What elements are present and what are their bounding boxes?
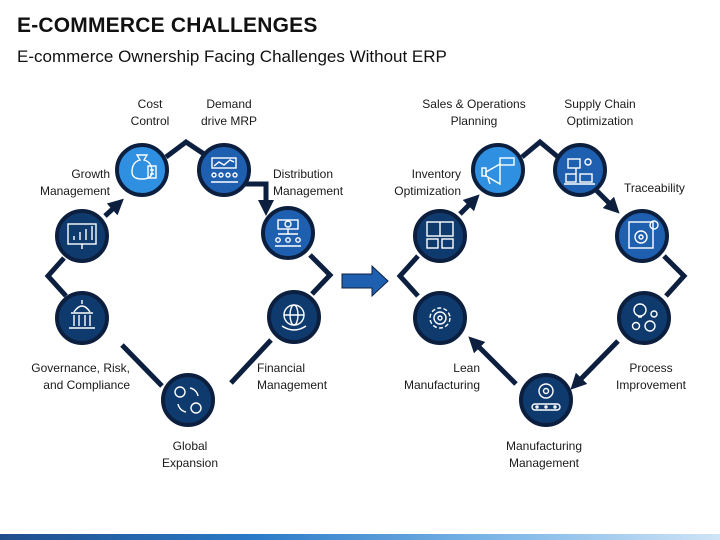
node-demand-mrp xyxy=(197,143,251,197)
node-governance-risk-compliance xyxy=(55,291,109,345)
connector-governance-growth xyxy=(44,256,68,298)
label-line-2: Improvement xyxy=(615,378,687,392)
label-demand-mrp: Demand drive MRP xyxy=(201,96,257,130)
page-subtitle: E-commerce Ownership Facing Challenges W… xyxy=(17,47,447,66)
label-line-2: Expansion xyxy=(161,456,219,470)
connector-traceability-process xyxy=(662,254,688,298)
label-line-2: Management xyxy=(39,184,110,198)
connector-inventory-sales xyxy=(458,194,480,216)
connector-cost-demand xyxy=(164,138,206,159)
label-line-1: Inventory xyxy=(411,167,461,181)
connector-growth-cost xyxy=(103,198,124,218)
connector-global-governance xyxy=(120,343,164,388)
label-line-1: Process xyxy=(629,361,673,375)
label-cost-control: Cost Control xyxy=(131,96,170,130)
label-line-2: Management xyxy=(508,456,580,470)
label-line-1: Demand xyxy=(206,97,252,111)
label-inventory-optimization: Inventory Optimization xyxy=(394,166,461,200)
right-connectors xyxy=(396,138,688,390)
inventory-boxes-icon xyxy=(426,221,454,249)
connector-lean-inventory xyxy=(396,254,420,298)
label-financial-management: Financial Management xyxy=(257,360,327,394)
settings-gear-icon xyxy=(429,307,451,329)
currency-exchange-icon xyxy=(174,386,202,414)
label-global-expansion: Global Expansion xyxy=(162,438,218,472)
label-line-1: Lean xyxy=(453,361,480,375)
label-line-1: Traceability xyxy=(624,181,685,195)
connector-supply-traceability xyxy=(594,188,620,214)
label-line-2: Control xyxy=(130,114,170,128)
growth-presentation-icon xyxy=(67,223,97,249)
label-line-2: drive MRP xyxy=(200,114,258,128)
left-connectors xyxy=(44,138,334,388)
label-line-1: Financial xyxy=(257,361,306,375)
label-process-improvement: Process Improvement xyxy=(616,360,686,394)
connector-sales-supply xyxy=(520,138,560,159)
node-inventory-optimization xyxy=(413,209,467,263)
node-traceability xyxy=(615,209,669,263)
label-line-1: Sales & Operations xyxy=(422,97,526,111)
page-title: E-COMMERCE CHALLENGES xyxy=(17,14,318,37)
label-line-1: Growth xyxy=(71,167,110,181)
label-line-1: Cost xyxy=(137,97,163,111)
sales-megaphone-icon xyxy=(481,157,515,186)
label-line-2: Management xyxy=(273,184,344,198)
connector-demand-distribution xyxy=(238,181,275,217)
team-chart-icon xyxy=(211,157,238,183)
label-growth-management: Growth Management xyxy=(40,166,110,200)
label-line-1: Governance, Risk, xyxy=(31,361,130,375)
connector-financial-global xyxy=(229,338,273,385)
footer-gradient-bar xyxy=(0,534,720,540)
label-manufacturing-management: Manufacturing Management xyxy=(506,438,582,472)
label-line-1: Distribution xyxy=(273,167,334,181)
node-sales-operations-planning xyxy=(471,143,525,197)
label-line-2: and Compliance xyxy=(43,378,130,392)
label-distribution-management: Distribution Management xyxy=(273,166,343,200)
label-supply-chain-optimization: Supply Chain Optimization xyxy=(564,96,635,130)
node-growth-management xyxy=(55,209,109,263)
network-people-icon xyxy=(275,219,301,247)
node-lean-manufacturing xyxy=(413,291,467,345)
label-line-2: Planning xyxy=(450,114,498,128)
idea-gears-icon xyxy=(631,303,658,332)
label-line-2: Management xyxy=(257,378,328,392)
label-governance-risk-compliance: Governance, Risk, and Compliance xyxy=(31,360,130,394)
label-traceability: Traceability xyxy=(624,180,685,197)
label-line-2: Manufacturing xyxy=(403,378,480,392)
connector-process-manufacturing xyxy=(570,339,620,390)
label-line-1: Global xyxy=(172,439,208,453)
money-bag-icon xyxy=(131,154,157,180)
connector-manufacturing-lean xyxy=(468,336,518,386)
node-supply-chain-optimization xyxy=(553,143,607,197)
label-line-1: Supply Chain xyxy=(564,97,636,111)
node-financial-management xyxy=(267,290,321,344)
node-manufacturing-management xyxy=(519,373,573,427)
conveyor-gear-icon xyxy=(531,383,561,411)
node-cost-control xyxy=(115,143,169,197)
supply-chain-icon xyxy=(564,158,595,185)
label-line-2: Optimization xyxy=(566,114,634,128)
node-process-improvement xyxy=(617,291,671,345)
globe-hands-icon xyxy=(281,304,307,331)
label-line-1: Manufacturing xyxy=(505,439,583,453)
node-distribution-management xyxy=(261,206,315,260)
label-sales-operations-planning: Sales & Operations Planning xyxy=(422,96,525,130)
government-building-icon xyxy=(69,300,95,329)
center-arrow-icon xyxy=(341,264,389,298)
label-lean-manufacturing: Lean Manufacturing xyxy=(404,360,480,394)
label-line-2: Optimization xyxy=(394,184,461,198)
search-gear-icon xyxy=(628,220,659,249)
connector-distribution-financial xyxy=(308,253,334,296)
node-global-expansion xyxy=(161,373,215,427)
